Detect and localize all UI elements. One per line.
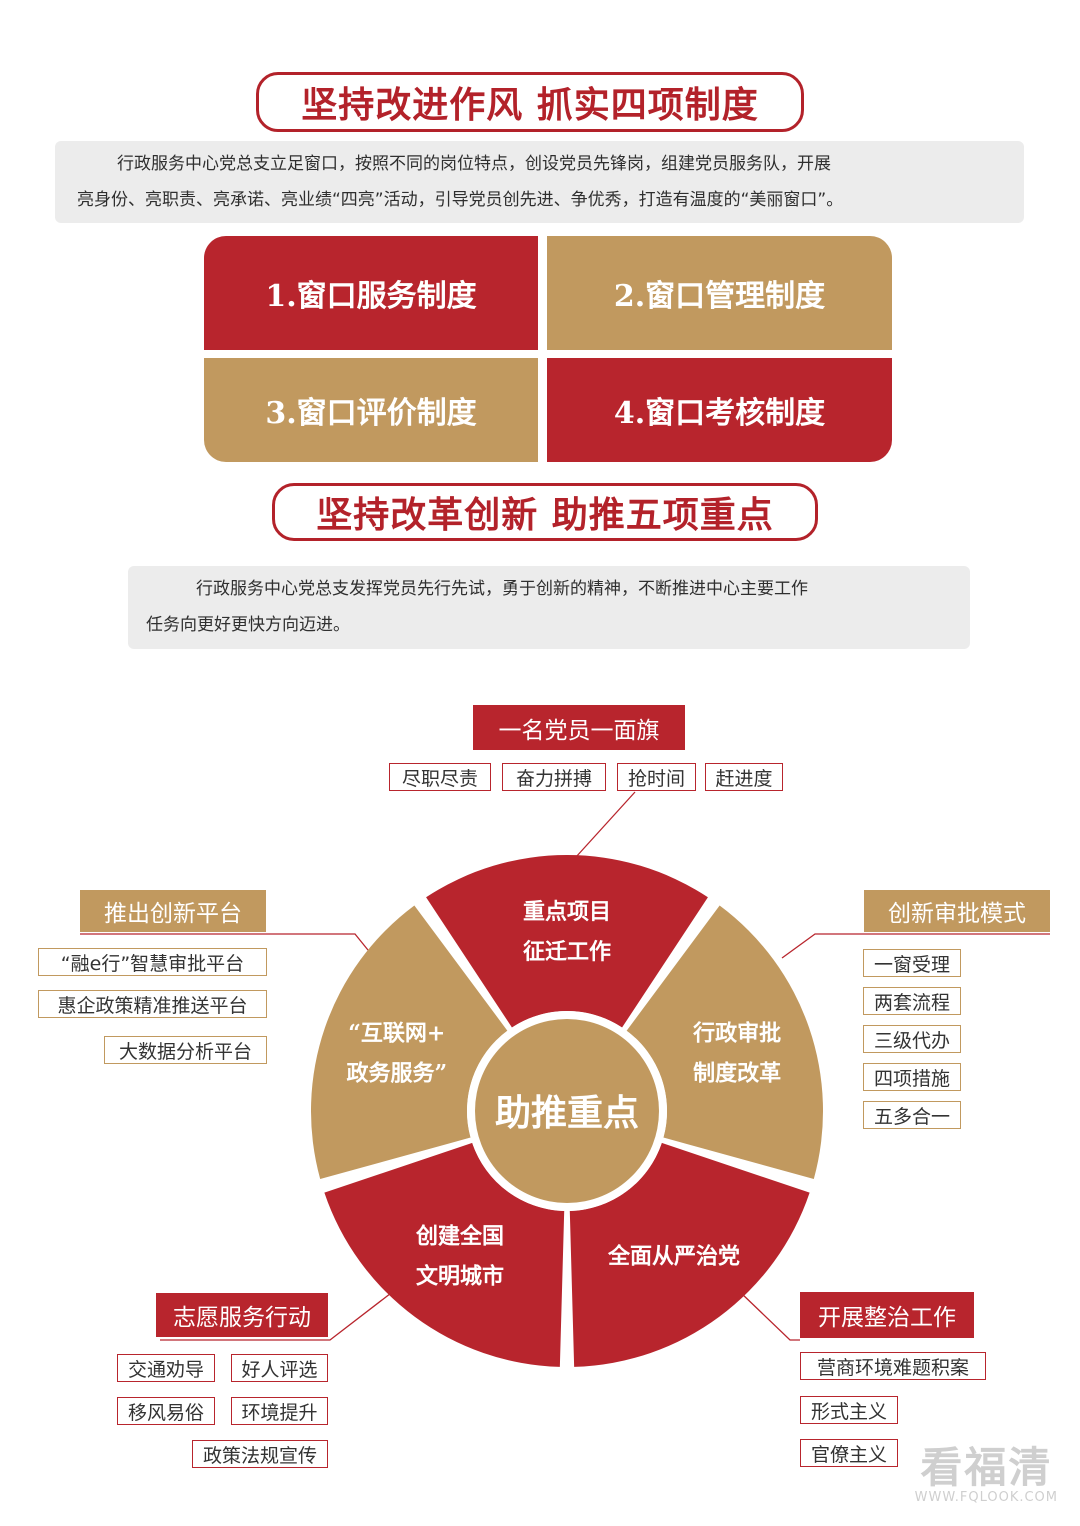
tag-bottom-left-2: 好人评选 xyxy=(231,1354,328,1382)
system-4-window-assessment: 4.窗口考核制度 xyxy=(547,358,892,462)
tag-left-2: 惠企政策精准推送平台 xyxy=(38,990,267,1018)
segment-approval-reform-label-2: 制度改革 xyxy=(693,1060,781,1086)
tag-top-2: 奋力拼搏 xyxy=(502,763,606,791)
tag-left-3: 大数据分析平台 xyxy=(104,1036,267,1064)
segment-internet-plus-label-2: 政务服务” xyxy=(346,1060,447,1086)
system-3-window-evaluation: 3.窗口评价制度 xyxy=(204,358,538,462)
tag-left-1: “融e行”智慧审批平台 xyxy=(38,948,267,976)
tag-bottom-left-4: 环境提升 xyxy=(231,1397,328,1425)
label-approval-mode: 创新审批模式 xyxy=(864,890,1050,932)
systems-grid: 1.窗口服务制度 2.窗口管理制度 3.窗口评价制度 4.窗口考核制度 xyxy=(204,236,892,462)
tag-top-3: 抢时间 xyxy=(617,763,696,791)
segment-internet-plus xyxy=(311,905,508,1179)
tag-bottom-left-1: 交通劝导 xyxy=(117,1354,215,1382)
connector-right xyxy=(781,933,1050,959)
tag-right-4: 四项措施 xyxy=(863,1063,961,1091)
tag-bottom-right-3: 官僚主义 xyxy=(800,1439,898,1467)
system-1-window-service: 1.窗口服务制度 xyxy=(204,236,538,350)
segment-key-project xyxy=(426,855,708,1028)
label-rectification-work: 开展整治工作 xyxy=(800,1292,974,1338)
tag-right-2: 两套流程 xyxy=(863,987,961,1015)
section2-title: 坚持改革创新 助推五项重点 xyxy=(272,483,818,541)
center-circle xyxy=(475,1019,659,1203)
segment-civilized-city-label-1: 创建全国 xyxy=(415,1224,504,1250)
section1-desc-line2: 亮身份、亮职责、亮承诺、亮业绩“四亮”活动，引导党员创先进、争优秀，打造有温度的… xyxy=(77,190,844,210)
connector-bottom-right xyxy=(739,1291,800,1341)
label-party-member-flag: 一名党员一面旗 xyxy=(473,705,685,750)
segment-internet-plus-label-1: “互联网+ xyxy=(348,1020,445,1046)
tag-bottom-right-2: 形式主义 xyxy=(800,1396,898,1424)
section2-description: 行政服务中心党总支发挥党员先行先试，勇于创新的精神，不断推进中心主要工作 任务向… xyxy=(128,566,970,649)
tag-right-1: 一窗受理 xyxy=(863,949,961,977)
section1-title: 坚持改进作风 抓实四项制度 xyxy=(256,72,804,132)
tag-right-5: 五多合一 xyxy=(863,1101,961,1129)
section1-desc-line1: 行政服务中心党总支立足窗口，按照不同的岗位特点，创设党员先锋岗，组建党员服务队，… xyxy=(117,154,831,174)
tag-right-3: 三级代办 xyxy=(863,1025,961,1053)
tag-top-1: 尽职尽责 xyxy=(389,763,491,791)
tag-top-4: 赶进度 xyxy=(705,763,783,791)
section2-desc-line2: 任务向更好更快方向迈进。 xyxy=(146,615,350,635)
segment-key-project-label-2: 征迁工作 xyxy=(523,939,611,965)
section2-desc-line1: 行政服务中心党总支发挥党员先行先试，勇于创新的精神，不断推进中心主要工作 xyxy=(196,579,808,599)
watermark-url: WWW.FQLOOK.COM xyxy=(914,1490,1058,1505)
segment-strict-governance-label-1: 全面从严治党 xyxy=(607,1244,740,1270)
label-volunteer-action: 志愿服务行动 xyxy=(156,1293,328,1337)
watermark-logo: 看福清 xyxy=(920,1443,1053,1492)
tag-bottom-right-1: 营商环境难题积案 xyxy=(800,1352,986,1380)
segment-civilized-city xyxy=(324,1142,565,1367)
center-label: 助推重点 xyxy=(495,1092,639,1134)
tag-bottom-left-5: 政策法规宣传 xyxy=(192,1440,328,1468)
system-2-window-management: 2.窗口管理制度 xyxy=(547,236,892,350)
segment-strict-governance xyxy=(569,1142,810,1367)
tag-bottom-left-3: 移风易俗 xyxy=(117,1397,215,1425)
segment-approval-reform xyxy=(626,905,823,1179)
watermark: 看福清 WWW.FQLOOK.COM xyxy=(914,1443,1058,1506)
segment-key-project-label-1: 重点项目 xyxy=(523,899,611,925)
section1-description: 行政服务中心党总支立足窗口，按照不同的岗位特点，创设党员先锋岗，组建党员服务队，… xyxy=(55,141,1024,223)
segment-approval-reform-label-1: 行政审批 xyxy=(692,1020,781,1046)
connector-bottom-left xyxy=(160,1289,396,1341)
segment-civilized-city-label-2: 文明城市 xyxy=(416,1264,504,1290)
connector-left xyxy=(80,933,373,956)
label-innovation-platform: 推出创新平台 xyxy=(80,890,266,932)
